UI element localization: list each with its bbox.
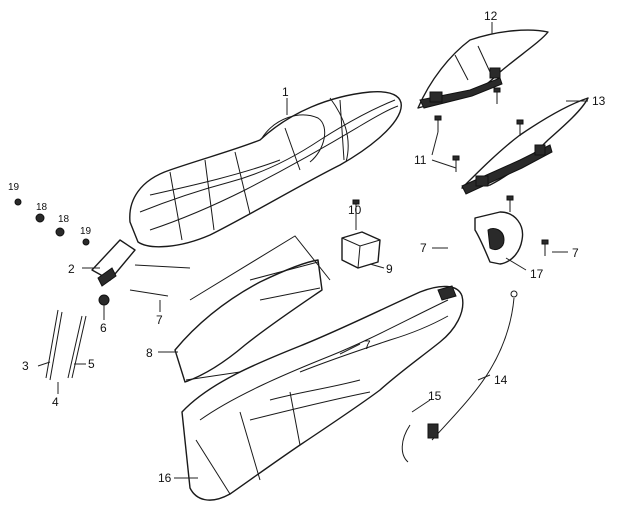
callout-2: 2 xyxy=(68,262,75,276)
bolts-11 xyxy=(434,87,524,172)
callout-13: 13 xyxy=(592,94,606,108)
callout-15: 15 xyxy=(428,389,442,403)
bracket-17 xyxy=(474,195,549,265)
cable-14 xyxy=(401,290,518,463)
hinge-assembly xyxy=(14,198,191,381)
callout-3: 3 xyxy=(22,359,29,373)
callout-18-a: 18 xyxy=(36,202,48,213)
callout-6: 6 xyxy=(100,321,107,335)
leader-lines xyxy=(37,22,588,479)
callout-4: 4 xyxy=(52,395,59,409)
callout-9: 9 xyxy=(386,262,393,276)
callout-17: 17 xyxy=(530,267,544,281)
callout-7-mid: 7 xyxy=(420,241,427,255)
grab-handle-left xyxy=(417,29,549,109)
callout-19-a: 19 xyxy=(8,182,20,193)
callout-19-b: 19 xyxy=(80,226,92,237)
callout-14: 14 xyxy=(494,373,508,387)
callout-11: 11 xyxy=(414,153,427,167)
box-10 xyxy=(341,199,381,269)
storage-tub xyxy=(181,285,464,501)
callout-labels: 1 2 3 4 5 6 7 7 7 7 8 9 10 11 12 13 14 1… xyxy=(8,9,606,485)
callout-7-center: 7 xyxy=(364,338,371,352)
callout-1: 1 xyxy=(282,85,289,99)
callout-8: 8 xyxy=(146,346,153,360)
callout-18-b: 18 xyxy=(58,214,70,225)
callout-12: 12 xyxy=(484,9,498,23)
callout-16: 16 xyxy=(158,471,172,485)
panel-8 xyxy=(174,235,331,383)
callout-10: 10 xyxy=(348,203,362,217)
callout-7-right: 7 xyxy=(572,246,579,260)
grab-handle-right xyxy=(461,97,589,195)
callout-5: 5 xyxy=(88,357,95,371)
seat xyxy=(129,91,402,248)
callout-7-left: 7 xyxy=(156,313,163,327)
